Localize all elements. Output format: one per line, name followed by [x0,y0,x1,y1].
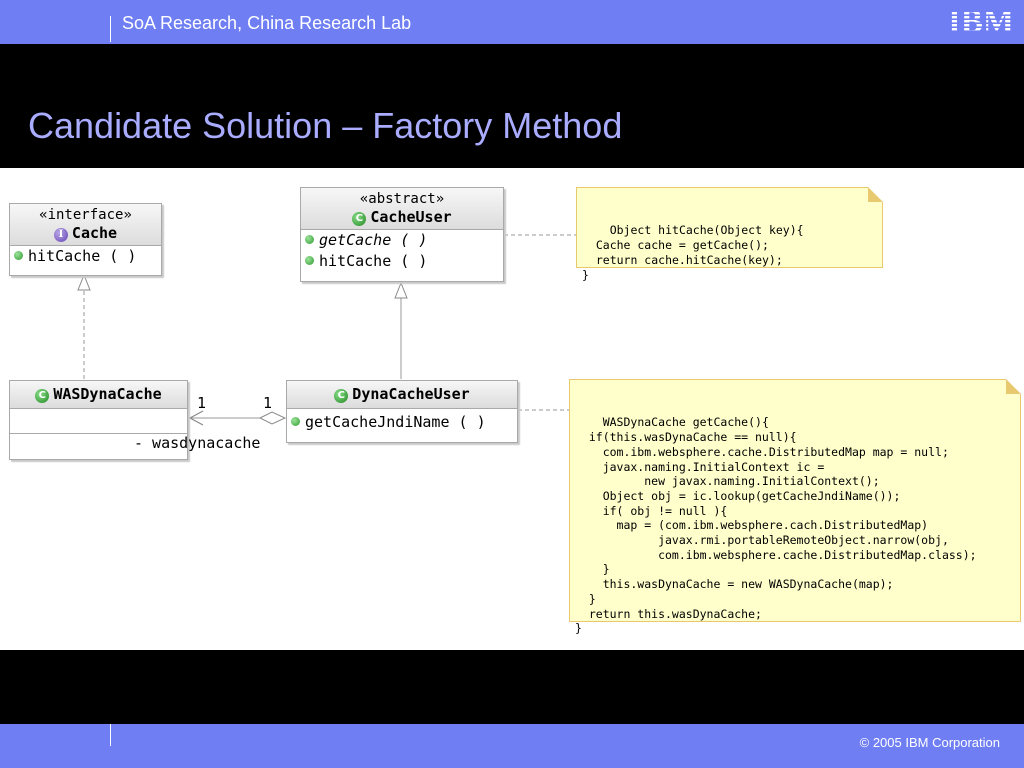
footer-bar: © 2005 IBM Corporation [0,724,1024,768]
interface-icon: I [53,228,68,242]
note-hitcache: Object hitCache(Object key){ Cache cache… [576,187,883,282]
note-getcache: WASDynaCache getCache(){ if(this.wasDyna… [569,379,1021,635]
stereotype: «interface» [39,207,132,223]
multiplicity-right: 1 [263,394,273,412]
class-name: CacheUser [370,208,452,226]
aggregation-diamond [258,411,287,425]
connector-lines [77,234,576,426]
class-icon: C [334,389,349,403]
operation: getCacheJndiName ( ) [287,409,517,435]
operations-section: getCacheJndiName ( ) [287,409,517,435]
operation: hitCache ( ) [301,251,503,272]
header-bar: SoA Research, China Research Lab IBM [0,0,1024,44]
association-role: - wasdynacache [134,434,261,452]
slide-title: Candidate Solution – Factory Method [28,105,623,146]
note-fold [1006,379,1021,394]
public-method-icon [291,417,300,426]
attributes-section [10,409,187,434]
copyright: © 2005 IBM Corporation [859,735,1000,750]
operations-section: getCache ( ) hitCache ( ) [301,230,503,272]
operation: getCache ( ) [301,230,503,251]
realization-arrowhead [77,273,91,291]
operations-section: hitCache ( ) [10,246,161,267]
public-method-icon [305,235,314,244]
multiplicity-left: 1 [197,394,207,412]
ibm-logo: IBM [948,4,1014,36]
operation: hitCache ( ) [10,246,161,267]
class-name: DynaCacheUser [352,385,470,403]
class-name: Cache [71,224,118,242]
header-divider [110,16,111,42]
public-method-icon [14,251,23,260]
class-icon: C [35,389,50,403]
footer-divider [110,724,111,746]
association-arrowhead [188,410,204,426]
stereotype: «abstract» [359,191,445,207]
class-icon: C [352,212,367,226]
note-fold [868,187,883,202]
svg-text:IBM: IBM [948,4,1014,36]
header-title: SoA Research, China Research Lab [122,13,412,33]
generalization-arrowhead [394,281,408,299]
public-method-icon [305,256,314,265]
class-name: WASDynaCache [53,385,162,403]
